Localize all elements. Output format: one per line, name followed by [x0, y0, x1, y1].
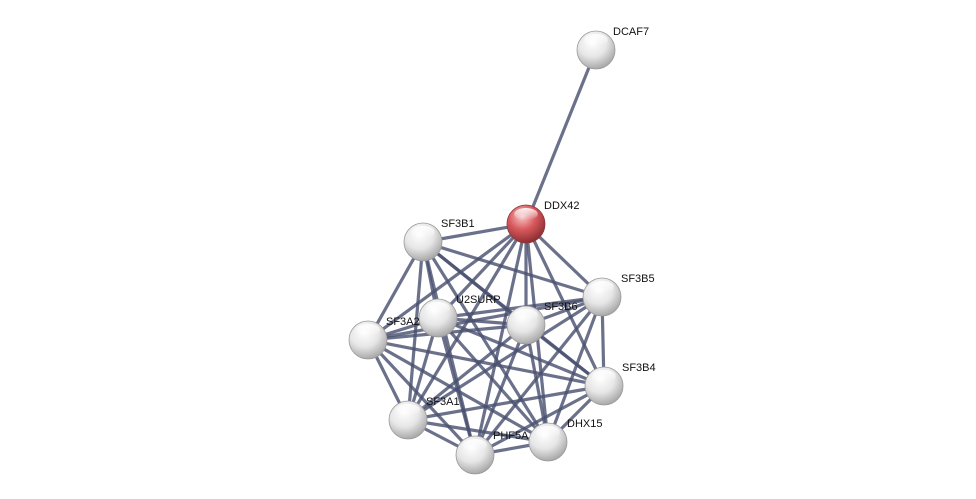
node-label: DCAF7: [613, 26, 649, 38]
edge-sf3b4-phf5a: [473, 384, 606, 457]
edge-sf3b4-sf3a1: [406, 384, 606, 422]
node-highlight: [514, 208, 538, 221]
node-highlight: [463, 439, 487, 452]
edge-dcaf7-ddx42: [524, 48, 598, 226]
node-highlight: [536, 426, 560, 439]
node-label: SF3B1: [441, 218, 475, 230]
node-highlight: [590, 281, 614, 294]
edge-sf3b6-dhx15: [524, 323, 550, 444]
node-label: SF3A1: [426, 396, 460, 408]
edge-sf3a1-dhx15: [406, 418, 550, 444]
node-sf3b4[interactable]: SF3B4: [584, 362, 656, 406]
edge-sf3b5-sf3a1: [406, 295, 604, 422]
edge-u2surp-phf5a: [436, 316, 477, 457]
node-dcaf7[interactable]: DCAF7: [576, 26, 649, 70]
node-label: DHX15: [567, 418, 602, 430]
edge-sf3a2-phf5a: [366, 338, 477, 457]
node-sf3a1[interactable]: SF3A1: [388, 396, 460, 440]
edge-sf3b1-dhx15: [421, 240, 550, 444]
node-label: SF3B6: [544, 301, 578, 313]
edge-sf3b1-sf3b5: [421, 240, 604, 299]
node-highlight: [584, 34, 608, 47]
node-label: DDX42: [544, 200, 579, 212]
edge-layer: [366, 48, 606, 457]
node-sf3b6[interactable]: SF3B6: [506, 301, 578, 345]
node-label: U2SURP: [456, 294, 501, 306]
node-u2surp[interactable]: U2SURP: [418, 294, 501, 338]
edge-sf3a2-dhx15: [366, 338, 550, 444]
node-highlight: [592, 370, 616, 383]
node-highlight: [426, 302, 450, 315]
node-label: SF3A2: [386, 316, 420, 328]
edge-sf3b5-sf3a2: [366, 295, 604, 342]
node-sf3b1[interactable]: SF3B1: [403, 218, 475, 262]
edge-sf3b5-phf5a: [473, 295, 604, 457]
node-label: PHF5A: [493, 430, 529, 442]
node-highlight: [356, 324, 380, 337]
node-label: SF3B5: [621, 273, 655, 285]
node-dhx15[interactable]: DHX15: [528, 418, 602, 462]
edge-u2surp-dhx15: [436, 316, 550, 444]
node-ddx42[interactable]: DDX42: [506, 200, 579, 244]
edge-sf3b5-dhx15: [546, 295, 604, 444]
edge-sf3a2-sf3b4: [366, 338, 606, 388]
edge-ddx42-phf5a: [473, 222, 528, 457]
node-highlight: [396, 404, 420, 417]
node-sf3b5[interactable]: SF3B5: [582, 273, 655, 317]
node-highlight: [514, 309, 538, 322]
node-highlight: [411, 226, 435, 239]
edge-ddx42-u2surp: [436, 222, 528, 320]
node-sf3a2[interactable]: SF3A2: [348, 316, 420, 360]
node-phf5a[interactable]: PHF5A: [455, 430, 529, 475]
node-label: SF3B4: [622, 362, 656, 374]
